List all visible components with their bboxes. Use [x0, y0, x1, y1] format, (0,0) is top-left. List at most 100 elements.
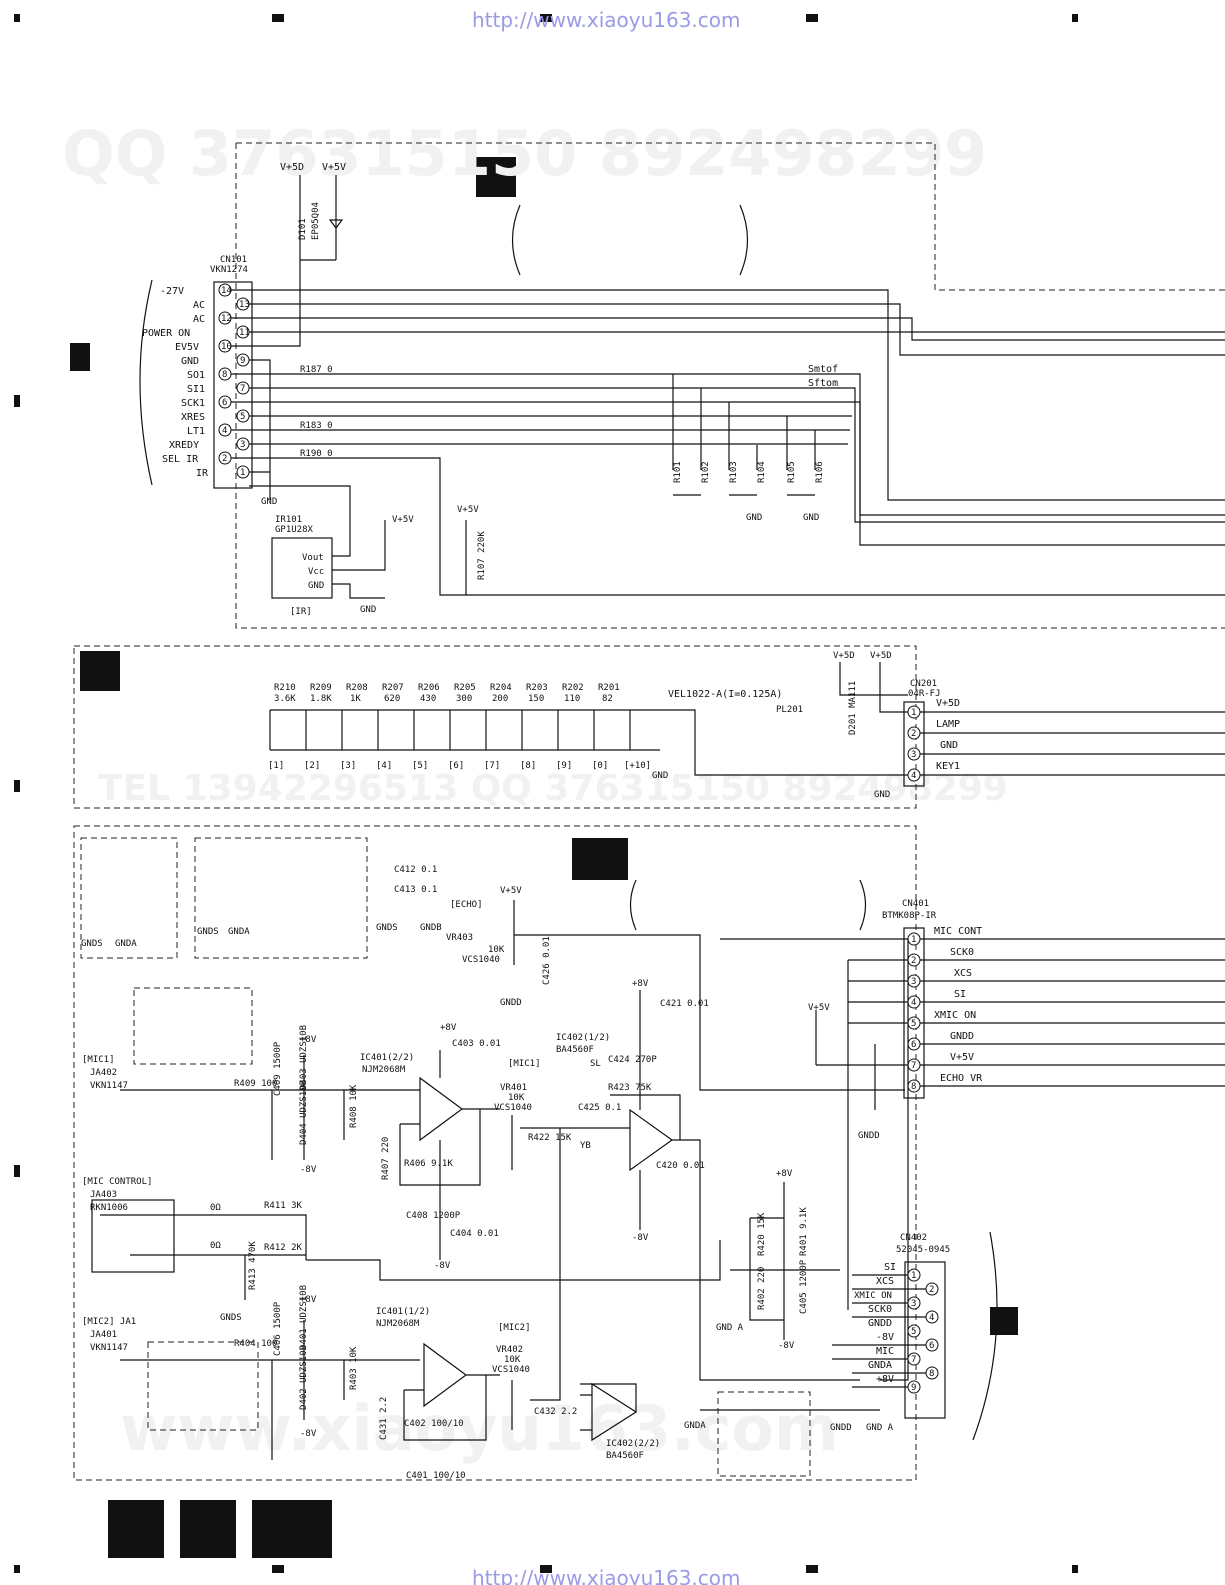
bot-gnda: GND A — [866, 1423, 894, 1433]
r204-val: 200 — [492, 694, 508, 704]
cn101-pin-num: 8 — [222, 370, 227, 380]
gnd-b: GND — [803, 513, 819, 523]
vr401-part: VCS1040 — [494, 1103, 532, 1113]
r105: R105 — [787, 461, 797, 483]
cn101-pin-num: 1 — [240, 468, 245, 478]
cn101-pin-label: EV5V — [175, 342, 199, 353]
vr403: VR403 — [446, 933, 473, 943]
top-url[interactable]: http://www.xiaoyu163.com — [472, 8, 741, 32]
echo-gndd: GNDD — [500, 998, 522, 1008]
r202-val: 110 — [564, 694, 580, 704]
c431: R402 220 — [757, 1267, 767, 1310]
cn402-label: SI — [884, 1262, 896, 1273]
cn101-pin-label: SCK1 — [181, 398, 205, 409]
r205-val: 300 — [456, 694, 472, 704]
key-6: [6] — [448, 761, 464, 771]
sl: SL — [590, 1059, 601, 1069]
cn201-pin-label: GND — [940, 740, 958, 751]
cn401-label: SI — [954, 989, 966, 1000]
cn101-pin-label: SEL IR — [162, 454, 199, 465]
section-mic: GNDS GNDA GNDS GNDA C412 0.1 C413 0.1 GN… — [73, 825, 1225, 1481]
ir101-ref: IR101 — [275, 515, 302, 525]
ja402: JA402 — [90, 1068, 117, 1078]
mic1-m8: -8V — [300, 1165, 317, 1175]
c424: C424 270P — [608, 1055, 657, 1065]
r206: R206 — [418, 683, 440, 693]
r183: R183 0 — [300, 421, 333, 431]
r104: R104 — [757, 461, 767, 483]
ic402a-part: BA4560F — [556, 1045, 594, 1055]
cn401-num: 5 — [911, 1019, 916, 1029]
r403: R403 10K — [349, 1346, 359, 1390]
r411: R411 3K — [264, 1201, 303, 1211]
ic401b-ref: IC401(1/2) — [376, 1307, 430, 1317]
cn101-pin-num: 6 — [222, 398, 227, 408]
cn402-label: MIC — [876, 1346, 894, 1357]
cn402-num: 3 — [911, 1299, 916, 1309]
pwr-m8: -8V — [778, 1341, 795, 1351]
c425: C425 0.1 — [578, 1103, 621, 1113]
r210-val: 3.6K — [274, 694, 296, 704]
cn201-pin-label: V+5D — [936, 698, 960, 709]
vr402-tag: [MIC2] — [498, 1323, 531, 1333]
ic401a-m8: -8V — [434, 1261, 451, 1271]
signal-smtof: Smtof — [808, 364, 838, 375]
cn101-pin-num: 3 — [240, 440, 245, 450]
r204: R204 — [490, 683, 512, 693]
section-cn101: V+5D V+5V D101 EP05Q04 CN101 VKN1274 -27… — [139, 142, 1225, 629]
zero-a: 0Ω — [210, 1203, 221, 1213]
bottom-url[interactable]: http://www.xiaoyu163.com — [472, 1566, 741, 1585]
cn402-num: 4 — [929, 1313, 934, 1323]
r412: R412 2K — [264, 1243, 303, 1253]
r208-val: 1K — [350, 694, 361, 704]
key-4: [4] — [376, 761, 392, 771]
vr402: VR402 — [496, 1345, 523, 1355]
cn401-num: 6 — [911, 1040, 916, 1050]
key-9: [9] — [556, 761, 572, 771]
ic402a-p8: +8V — [632, 979, 649, 989]
r413: R413 470K — [248, 1241, 258, 1290]
cn402-num: 9 — [911, 1383, 916, 1393]
r401: C402 100/10 — [404, 1419, 464, 1429]
bot-gndd: GNDD — [830, 1423, 852, 1433]
cn401-num: 3 — [911, 977, 916, 987]
c421: C421 0.01 — [660, 999, 709, 1009]
cn402-num: 1 — [911, 1271, 916, 1281]
c408: C408 1200P — [406, 1211, 461, 1221]
r420: C432 2.2 — [534, 1407, 577, 1417]
ic402a-ref: IC402(1/2) — [556, 1033, 610, 1043]
cn401-num: 2 — [911, 956, 916, 966]
c405: C401 100/10 — [406, 1471, 466, 1481]
cn101-pin-label: IR — [196, 468, 209, 479]
lamp-part: VEL1022-A(I=0.125A) — [668, 689, 782, 700]
cn401-label: MIC CONT — [934, 926, 982, 937]
d201: D201 MA111 — [848, 681, 858, 735]
gnda-bottom: GNDA — [684, 1421, 706, 1431]
key-8: [8] — [520, 761, 536, 771]
cn402-ref: CN402 — [900, 1233, 927, 1243]
ir-tag: [IR] — [290, 607, 312, 617]
cn401-label: GNDD — [950, 1031, 974, 1042]
echo-v5v: V+5V — [500, 886, 522, 896]
cn402-num: 7 — [911, 1355, 916, 1365]
cn101-pin-num: 14 — [221, 286, 232, 296]
cn402-num: 8 — [929, 1369, 934, 1379]
key-5: [5] — [412, 761, 428, 771]
r207-val: 620 — [384, 694, 400, 704]
supply-v5d-a: V+5D — [833, 651, 855, 661]
gnda-lbl2: GNDA — [228, 927, 250, 937]
cn402-label: XCS — [876, 1276, 894, 1287]
r201-val: 82 — [602, 694, 613, 704]
vr402-val: 10K — [504, 1355, 521, 1365]
ja403-part: RKN1006 — [90, 1203, 128, 1213]
watermark-tel: TEL 13942296513 QQ 376315150 892498299 — [98, 768, 1008, 809]
key-plus10: [+10] — [624, 761, 651, 771]
r187: R187 0 — [300, 365, 333, 375]
r209: R209 — [310, 683, 332, 693]
cn101-pin-label: AC — [193, 314, 205, 325]
pwr-p8: +8V — [776, 1169, 793, 1179]
